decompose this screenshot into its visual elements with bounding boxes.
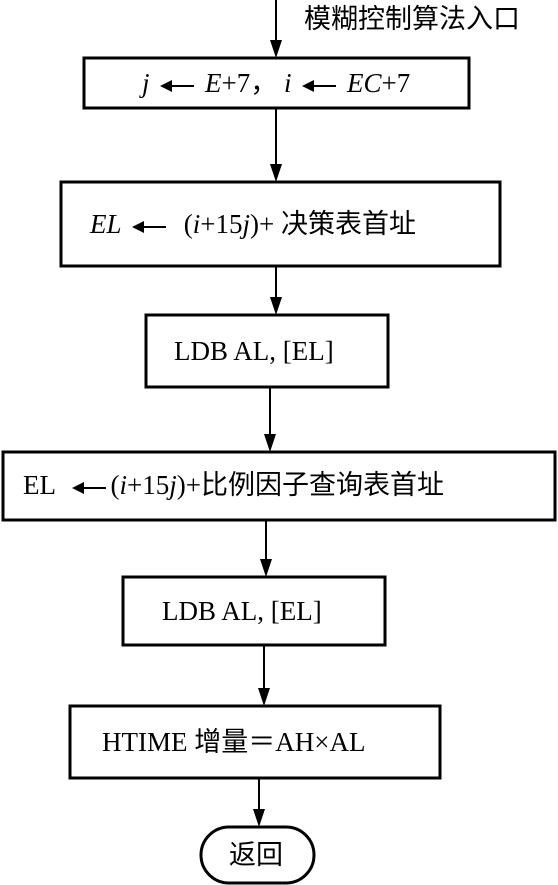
var-el: EL [23,470,55,500]
plus-seven-a: +7 [221,68,251,98]
expr-open: ( [183,209,193,239]
step3-text: LDB AL, [EL] [174,336,334,366]
step6-box [68,704,442,780]
step4-text: EL (i+15j)+比例因子查询表首址 [23,472,444,499]
var-i: i [284,68,292,98]
step3-box [144,313,390,389]
var-e: E [205,68,222,98]
end-label: 返回 [229,840,283,870]
comma: ， [250,68,278,98]
var-i: i [119,470,127,500]
step2-text: EL (i+15j)+ 决策表首址 [90,211,416,238]
step1-box [82,56,471,110]
var-i: i [192,209,201,239]
entry-arrowhead [270,40,282,58]
var-j: j [242,209,251,239]
assign-arrow-icon [72,481,107,494]
step2-box [59,180,502,268]
arrowhead-6-end [253,809,265,827]
assign-arrow-icon [132,220,167,233]
assign-arrow-icon [160,79,195,92]
expr-mid: +15 [200,209,243,239]
step4-desc: 比例因子查询表首址 [200,470,444,500]
arrowhead-3-4 [264,434,276,452]
var-j: j [169,470,177,500]
arrowhead-5-6 [258,688,270,706]
arrowhead-4-5 [260,559,272,577]
plus-seven-b: +7 [381,68,411,98]
var-ec: EC [347,68,382,98]
var-el: EL [90,209,122,239]
step4-box [1,450,557,522]
step6-text: HTIME 增量＝AH×AL [102,727,366,757]
entry-label: 模糊控制算法入口 [304,4,520,34]
step5-box [121,575,387,647]
arrowhead-1-2 [270,164,282,182]
step2-desc: 决策表首址 [281,209,416,239]
expr-mid: +15 [127,470,170,500]
step1-text: j E+7， i EC+7 [142,70,410,97]
assign-arrow-icon [302,79,337,92]
var-j: j [142,68,150,98]
arrowhead-2-3 [270,297,282,315]
step5-text: LDB AL, [EL] [162,596,322,626]
end-terminator [199,825,316,885]
expr-close: )+ [176,470,201,500]
expr-open: ( [110,470,120,500]
expr-close: )+ [250,209,275,239]
